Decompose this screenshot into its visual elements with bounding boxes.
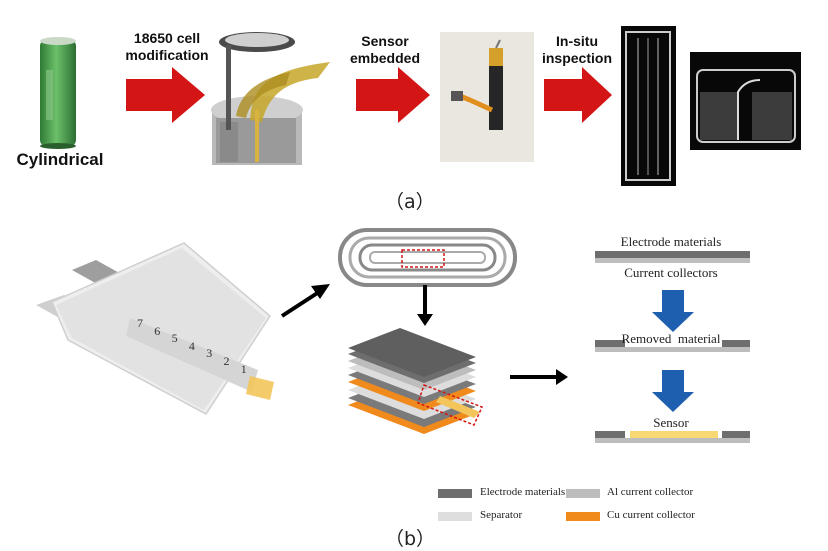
pouch-number-label: 3 <box>206 346 213 361</box>
legend-label-al: Al current collector <box>607 486 694 498</box>
step-inspection-label: In-situ inspection <box>541 33 612 66</box>
red-arrow-1 <box>126 67 205 123</box>
sensor-embedded-photo <box>440 32 534 162</box>
pouch-number-label: 1 <box>240 361 247 376</box>
layer-stack-image <box>348 328 484 434</box>
cylindrical-label: Cylindrical <box>16 150 104 169</box>
step-modification-label: 18650 cell modification <box>125 30 209 63</box>
pouch-number-label: 4 <box>188 338 195 353</box>
layer-label-electrode: Electrode materials <box>620 234 722 249</box>
pouch-number-label: 7 <box>137 316 143 330</box>
xray-top-image <box>690 52 801 150</box>
legend-swatch-cu <box>566 512 600 521</box>
step-sensor-label: Sensor embedded <box>349 33 420 66</box>
legend-label-separator: Separator <box>480 509 523 521</box>
legend <box>438 489 600 521</box>
cell-cutaway-image <box>211 32 330 165</box>
red-arrow-3 <box>544 67 612 123</box>
jellyroll-cross-section <box>338 228 517 287</box>
legend-swatch-electrode <box>438 489 472 498</box>
layer-label-sensor: Sensor <box>653 415 689 430</box>
pouch-number-label: 2 <box>223 354 230 368</box>
sensor-layer-diagram <box>595 251 750 443</box>
red-arrow-2 <box>356 67 430 123</box>
xray-side-image <box>621 26 676 186</box>
pouch-cell-image <box>36 242 274 415</box>
black-arrow-3 <box>556 369 568 385</box>
legend-swatch-separator <box>438 512 472 521</box>
pouch-number-label: 6 <box>154 323 161 338</box>
pouch-number-label: 5 <box>171 331 178 346</box>
legend-label-electrode: Electrode materials <box>480 486 566 498</box>
cylindrical-cell-image <box>40 37 76 149</box>
caption-b: （b） <box>385 528 436 550</box>
black-arrow-1 <box>311 284 330 299</box>
black-arrow-2 <box>417 314 433 326</box>
legend-label-cu: Cu current collector <box>607 509 695 521</box>
layer-label-collectors: Current collectors <box>624 265 718 280</box>
caption-a: （a） <box>385 191 435 213</box>
layer-label-removed: Removed material <box>621 331 721 346</box>
legend-swatch-al <box>566 489 600 498</box>
